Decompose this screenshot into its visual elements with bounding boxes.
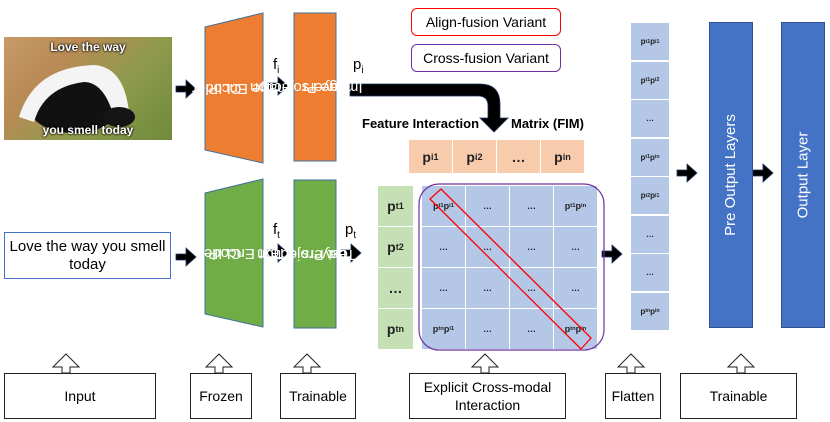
text-projection-line2: Layers	[301, 246, 347, 263]
meme-image: Love the way you smell today	[4, 37, 172, 140]
flatten-cell: …	[631, 100, 669, 137]
label-f-i: fi	[273, 56, 280, 76]
matrix-cell: …	[422, 227, 465, 267]
matrix-cell: …	[466, 268, 509, 308]
matrix-cell: …	[510, 227, 553, 267]
up-arrow-interaction	[470, 353, 500, 374]
note-flatten: Flatten	[605, 373, 661, 419]
image-encoder-shape	[204, 12, 264, 164]
up-arrow-frozen	[204, 353, 234, 374]
pre-output-label: Pre Output Layers	[722, 114, 740, 236]
label-f-t: ft	[273, 221, 280, 241]
image-projection-line2: Layers	[301, 79, 347, 96]
meme-caption-bottom: you smell today	[42, 123, 134, 137]
flatten-cell: …	[631, 254, 669, 291]
arrow-image-to-encoder	[175, 79, 197, 99]
output-layer: Output Layer	[781, 22, 825, 328]
label-p-i: pi	[353, 56, 364, 76]
arrow-ft	[267, 243, 289, 263]
matrix-cell: …	[510, 186, 553, 226]
arrow-fi	[267, 76, 289, 96]
align-fusion-label: Align-fusion Variant	[425, 14, 547, 30]
arrow-flatten-to-pre-output	[676, 163, 698, 183]
align-fusion-variant-legend: Align-fusion Variant	[411, 8, 561, 36]
matrix-cell: …	[554, 227, 597, 267]
image-projection-shape	[293, 12, 337, 162]
cross-fusion-label: Cross-fusion Variant	[423, 50, 549, 66]
text-projection-shape	[293, 179, 337, 329]
arrow-matrix-to-flatten	[601, 244, 623, 264]
matrix-cell: …	[510, 309, 553, 349]
matrix-cell: …	[554, 268, 597, 308]
arrow-text-to-encoder	[175, 247, 197, 267]
image-feature-cell: …	[497, 140, 540, 173]
fim-title-right: Matrix (FIM)	[511, 116, 584, 131]
input-text: Love the way you smell today	[9, 237, 166, 273]
note-trainable-2: Trainable	[680, 373, 797, 419]
cross-fusion-variant-legend: Cross-fusion Variant	[411, 44, 561, 72]
text-feature-cell: …	[378, 268, 413, 308]
note-explicit-interaction: Explicit Cross-modal Interaction	[409, 373, 566, 419]
note-input: Input	[4, 373, 156, 419]
up-arrow-input	[51, 353, 81, 374]
arrow-pre-output-to-output	[752, 163, 774, 183]
note-frozen: Frozen	[190, 373, 252, 419]
input-text-box: Love the way you smell today	[4, 232, 171, 279]
meme-caption-top: Love the way	[50, 40, 126, 54]
matrix-cell: …	[466, 186, 509, 226]
text-encoder-shape	[204, 178, 264, 328]
matrix-cell: …	[510, 268, 553, 308]
pre-output-layers: Pre Output Layers	[709, 22, 753, 328]
matrix-cell: …	[422, 268, 465, 308]
arrow-pt	[340, 243, 362, 263]
up-arrow-trainable-2	[726, 353, 756, 374]
up-arrow-trainable	[292, 353, 322, 374]
skunk-illustration	[19, 65, 135, 133]
label-p-t: pt	[345, 221, 357, 241]
arrow-pi-to-fim	[349, 83, 509, 133]
flatten-cell: …	[631, 215, 669, 253]
output-layer-label: Output Layer	[794, 131, 811, 219]
up-arrow-flatten	[616, 353, 646, 374]
fim-title-left: Feature Interaction	[362, 116, 480, 131]
matrix-cell: …	[466, 309, 509, 349]
note-trainable: Trainable	[280, 373, 356, 419]
matrix-cell: …	[466, 227, 509, 267]
